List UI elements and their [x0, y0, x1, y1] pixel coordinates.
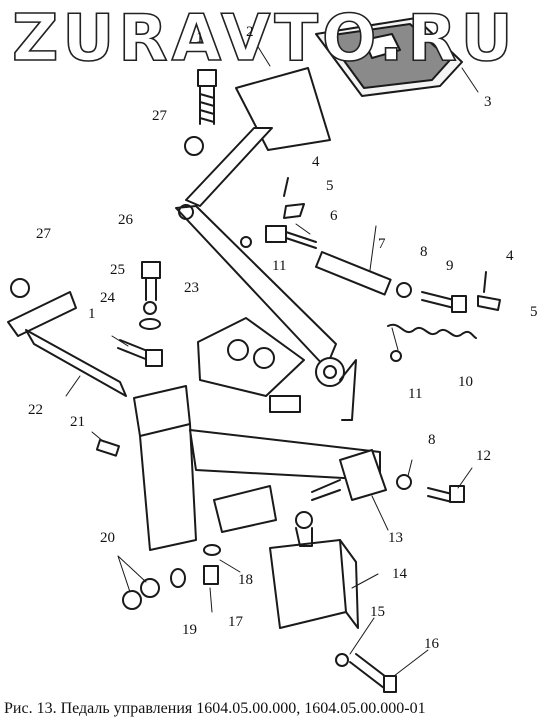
- callout-label: 9: [446, 258, 454, 274]
- pin-5-right: [477, 295, 501, 311]
- screw-16: [349, 653, 397, 693]
- callout-label: 15: [370, 604, 385, 620]
- callout-label: 8: [420, 244, 428, 260]
- nuts-20: [122, 578, 160, 610]
- cam-lever-13: [311, 449, 387, 501]
- callout-label: 26: [118, 212, 133, 228]
- callout-label: 5: [530, 304, 538, 320]
- callout-label: 27: [152, 108, 167, 124]
- bolt-26: [141, 261, 161, 301]
- adjuster-9: [421, 291, 467, 313]
- limit-switch-14: [269, 511, 359, 629]
- leader-lines: [65, 33, 479, 677]
- watermark: ZURAVTO.RU: [11, 2, 517, 76]
- callout-label: 20: [100, 530, 115, 546]
- nut-8-lower: [396, 474, 412, 490]
- callout-label: 1: [196, 30, 204, 46]
- bolt-17: [203, 565, 219, 585]
- spring-10: [387, 323, 477, 339]
- callout-label: 23: [184, 280, 199, 296]
- callout-label: 17: [228, 614, 243, 630]
- nut-27-top: [184, 136, 204, 156]
- callout-label: 12: [476, 448, 491, 464]
- callout-label: 14: [392, 566, 407, 582]
- callout-label: 5: [326, 178, 334, 194]
- bolt-1-top: [197, 69, 217, 125]
- washer-18: [203, 544, 221, 556]
- callout-label: 16: [424, 636, 439, 652]
- pin-21: [95, 439, 121, 457]
- callout-label: 27: [36, 226, 51, 242]
- pin-5-upper: [283, 203, 305, 219]
- callout-label: 22: [28, 402, 43, 418]
- callout-label: 1: [88, 306, 96, 322]
- nut-8-upper: [396, 282, 412, 298]
- lever-22: [7, 291, 127, 397]
- pedal-lever-2: [175, 67, 357, 421]
- callout-label: 10: [458, 374, 473, 390]
- callout-label: 3: [484, 94, 492, 110]
- pedal-pad-3: [315, 17, 463, 97]
- callout-label: 13: [388, 530, 403, 546]
- valve-block-23: [197, 317, 305, 413]
- pin-4-upper: [283, 177, 289, 197]
- callout-label: 4: [506, 248, 514, 264]
- callout-label: 25: [110, 262, 125, 278]
- push-rod-7: [315, 250, 392, 296]
- bolt-12: [427, 485, 465, 503]
- rod-end-6: [265, 225, 317, 249]
- washer-24: [139, 318, 161, 330]
- pin-4-right: [483, 271, 487, 293]
- callout-label: 18: [238, 572, 253, 588]
- callout-label: 8: [428, 432, 436, 448]
- nut-27-left: [10, 278, 30, 298]
- washer-11-right: [390, 350, 402, 362]
- bracket: [133, 385, 381, 551]
- callout-label: 24: [100, 290, 115, 306]
- washer-15: [335, 653, 349, 667]
- washer-11-upper: [240, 236, 252, 248]
- washer-19: [170, 568, 186, 588]
- callout-label: 7: [378, 236, 386, 252]
- callout-label: 11: [272, 258, 287, 274]
- callout-label: 21: [70, 414, 85, 430]
- bolt-1-left: [117, 339, 163, 367]
- callout-label: 6: [330, 208, 338, 224]
- callout-label: 11: [408, 386, 423, 402]
- figure-caption: Рис. 13. Педаль управления 1604.05.00.00…: [4, 700, 426, 717]
- callout-label: 4: [312, 154, 320, 170]
- nut-25: [143, 301, 157, 315]
- callout-label: 19: [182, 622, 197, 638]
- callout-label: 2: [246, 24, 254, 40]
